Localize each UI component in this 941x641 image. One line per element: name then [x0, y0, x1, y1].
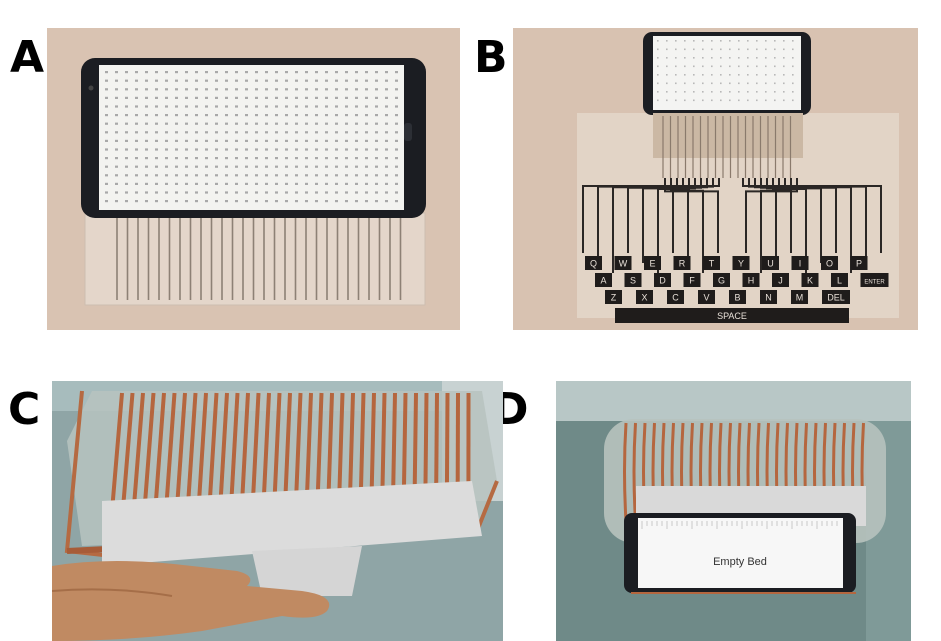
key-label: Z [611, 293, 617, 303]
key-a [595, 273, 612, 287]
key-s [624, 273, 642, 287]
phone-screen [99, 65, 404, 210]
key-w [614, 256, 632, 270]
photo-panel-c [52, 381, 503, 641]
photo-panel-d: Empty Bed [556, 381, 911, 641]
photo-panel-b: Q W E R T Y U I O P A S D F G H J K L ENTER Z X C V B N M DEL SPACE [513, 28, 918, 330]
phone-screen-text: Empty Bed [713, 556, 767, 568]
key-label: V [703, 293, 709, 303]
key-y [732, 256, 750, 270]
key-label: G [718, 276, 725, 286]
key-label: J [778, 276, 783, 286]
key-label: Q [590, 259, 597, 269]
phone-screen [638, 518, 843, 588]
key-h [742, 273, 760, 287]
panel-label-b: B [474, 32, 508, 83]
key-f [683, 273, 701, 287]
key-label: A [600, 276, 606, 286]
key-label: O [826, 259, 833, 269]
key-label: P [856, 259, 862, 269]
key-label: Y [738, 259, 744, 269]
key-label: C [672, 293, 679, 303]
key-label: DEL [827, 293, 845, 303]
key-j [772, 273, 789, 287]
key-label: ENTER [864, 280, 885, 286]
key-label: S [630, 276, 636, 286]
key-label: N [765, 293, 772, 303]
key-label: T [709, 259, 715, 269]
key-label: M [796, 293, 804, 303]
key-p [850, 256, 868, 270]
key-e [644, 256, 661, 270]
key-del [822, 290, 850, 304]
key-q [585, 256, 602, 270]
key-x [636, 290, 653, 304]
key-label: I [799, 259, 802, 269]
key-label: E [649, 259, 655, 269]
space-key [615, 308, 849, 323]
key-g [713, 273, 730, 287]
key-b [729, 290, 746, 304]
panel-label-c: C [8, 384, 41, 435]
key-label: B [734, 293, 740, 303]
photo-panel-a [47, 28, 460, 330]
key-enter [860, 273, 889, 287]
key-label: U [767, 259, 774, 269]
phone-screen [653, 36, 801, 110]
key-d [654, 273, 671, 287]
key-label: W [619, 259, 628, 269]
key-label: X [641, 293, 647, 303]
key-t [703, 256, 720, 270]
key-label: D [659, 276, 666, 286]
key-k [801, 273, 819, 287]
key-c [667, 290, 684, 304]
key-label: L [837, 276, 842, 286]
space-key-label: SPACE [717, 311, 747, 321]
key-label: K [807, 276, 813, 286]
key-v [698, 290, 715, 304]
key-r [673, 256, 691, 270]
key-n [760, 290, 777, 304]
key-l [831, 273, 848, 287]
key-u [762, 256, 779, 270]
key-m [791, 290, 808, 304]
key-label: R [679, 259, 686, 269]
key-label: H [748, 276, 755, 286]
panel-label-a: A [10, 32, 45, 83]
key-i [791, 256, 809, 270]
key-o [821, 256, 838, 270]
key-z [605, 290, 622, 304]
key-label: F [689, 276, 695, 286]
